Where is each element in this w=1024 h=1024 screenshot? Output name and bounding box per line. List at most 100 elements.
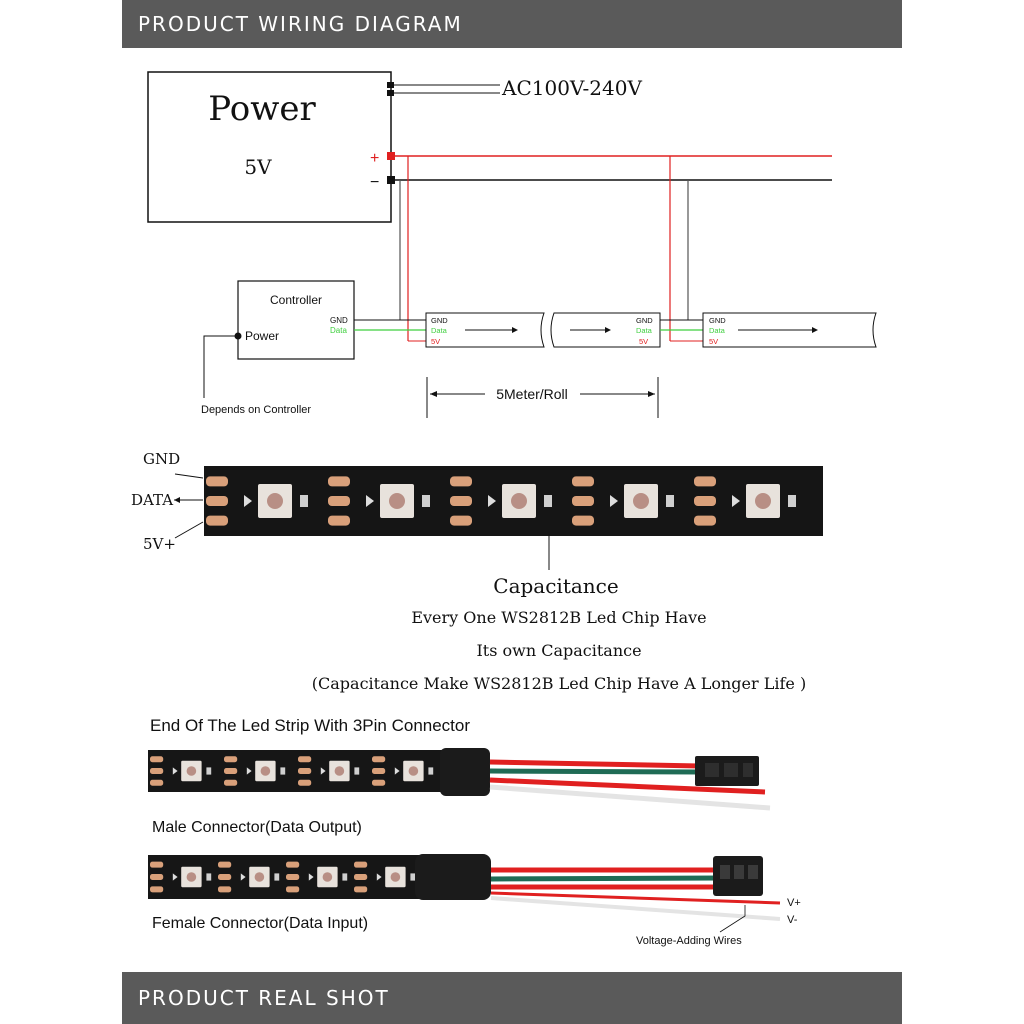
- solder-pad: [572, 496, 594, 506]
- direction-arrow-icon: [308, 873, 314, 881]
- led-emitter: [267, 493, 283, 509]
- capacitor: [788, 495, 796, 507]
- capacitor: [274, 873, 280, 881]
- capacitor: [280, 767, 286, 775]
- solder-pad: [298, 756, 312, 763]
- roll-length-label: 5Meter/Roll: [496, 386, 568, 402]
- solder-pad: [572, 515, 594, 526]
- solder-pad: [450, 496, 472, 506]
- controller-title: Controller: [270, 293, 322, 307]
- solder-pad: [694, 476, 716, 487]
- female-connector-label: Female Connector(Data Input): [152, 915, 368, 932]
- solder-pad: [372, 779, 386, 786]
- pin-data-label: Data: [636, 326, 653, 335]
- direction-arrow-icon: [172, 767, 178, 775]
- solder-pad: [224, 768, 238, 774]
- solder-pad: [328, 496, 350, 506]
- pin-data-label: Data: [431, 326, 448, 335]
- solder-pad: [150, 861, 164, 868]
- pin-data-label: Data: [709, 326, 726, 335]
- direction-arrow-icon: [240, 873, 246, 881]
- led-emitter: [390, 872, 401, 882]
- connector-heading: End Of The Led Strip With 3Pin Connector: [150, 716, 470, 735]
- ac-voltage-label: AC100V-240V: [501, 76, 642, 100]
- solder-pad: [286, 874, 300, 880]
- capacitor: [422, 495, 430, 507]
- pin-gnd-label: GND: [431, 316, 448, 325]
- v-plus-label: V+: [787, 897, 801, 909]
- solder-pad: [218, 874, 232, 880]
- footer-banner: PRODUCT REAL SHOT: [122, 972, 902, 1024]
- solder-pad: [286, 861, 300, 868]
- solder-pad: [450, 515, 472, 526]
- strip-segment: GND Data 5V: [702, 312, 877, 348]
- solder-pad: [150, 768, 164, 774]
- voltage-wires-label: Voltage-Adding Wires: [636, 935, 742, 947]
- solder-pad: [694, 515, 716, 526]
- direction-arrow-icon: [244, 495, 252, 507]
- capacitor: [666, 495, 674, 507]
- led-emitter: [408, 766, 419, 776]
- strip-segment: GND Data 5V: [550, 312, 661, 348]
- direction-arrow-icon: [366, 495, 374, 507]
- led-emitter: [254, 872, 265, 882]
- direction-arrow-icon: [376, 873, 382, 881]
- solder-pad: [354, 886, 368, 893]
- male-connector: [148, 748, 771, 811]
- strip-gnd-label: GND: [143, 450, 180, 468]
- solder-pad: [354, 861, 368, 868]
- capacitor: [206, 767, 212, 775]
- strip-data-label: DATA: [131, 491, 173, 509]
- female-connector: [148, 854, 781, 921]
- solder-pad: [150, 756, 164, 763]
- pin-5v-label: 5V: [639, 337, 648, 346]
- direction-arrow-icon: [320, 767, 326, 775]
- direction-arrow-icon: [172, 873, 178, 881]
- solder-pad: [694, 496, 716, 506]
- controller-data-label: Data: [330, 326, 347, 335]
- solder-pad: [224, 779, 238, 786]
- controller-note: Depends on Controller: [201, 404, 311, 416]
- capacitance-line-3: (Capacitance Make WS2812B Led Chip Have …: [312, 674, 806, 693]
- solder-pad: [150, 886, 164, 893]
- power-voltage: 5V: [244, 155, 272, 179]
- led-strip-closeup: GND DATA 5V+: [131, 450, 823, 570]
- led-emitter: [511, 493, 527, 509]
- header-banner: PRODUCT WIRING DIAGRAM: [122, 0, 902, 48]
- solder-pad: [206, 476, 228, 487]
- direction-arrow-icon: [488, 495, 496, 507]
- direction-arrow-icon: [246, 767, 252, 775]
- solder-pad: [572, 476, 594, 487]
- direction-arrow-icon: [732, 495, 740, 507]
- direction-arrow-icon: [394, 767, 400, 775]
- controller-power-label: Power: [245, 329, 279, 343]
- led-emitter: [389, 493, 405, 509]
- solder-pad: [150, 874, 164, 880]
- capacitor: [206, 873, 212, 881]
- led-emitter: [260, 766, 271, 776]
- v-minus-label: V-: [787, 914, 798, 926]
- capacitance-line-2: Its own Capacitance: [476, 641, 641, 660]
- pin-gnd-label: GND: [709, 316, 726, 325]
- capacitor: [354, 767, 360, 775]
- led-emitter: [334, 766, 345, 776]
- solder-pad: [328, 476, 350, 487]
- controller-gnd-label: GND: [330, 316, 348, 325]
- solder-pad: [372, 768, 386, 774]
- solder-pad: [218, 886, 232, 893]
- capacitor: [410, 873, 416, 881]
- led-emitter: [186, 872, 197, 882]
- male-connector-label: Male Connector(Data Output): [152, 819, 362, 836]
- pin-5v-label: 5V: [709, 337, 718, 346]
- direction-arrow-icon: [610, 495, 618, 507]
- solder-pad: [328, 515, 350, 526]
- power-title: Power: [208, 89, 316, 129]
- capacitance-title: Capacitance: [493, 574, 618, 598]
- solder-pad: [372, 756, 386, 763]
- solder-pad: [286, 886, 300, 893]
- solder-pad: [150, 779, 164, 786]
- controller: Controller Power GND Data Depends on Con…: [201, 280, 430, 416]
- capacitor: [300, 495, 308, 507]
- plus-label: +: [370, 150, 379, 167]
